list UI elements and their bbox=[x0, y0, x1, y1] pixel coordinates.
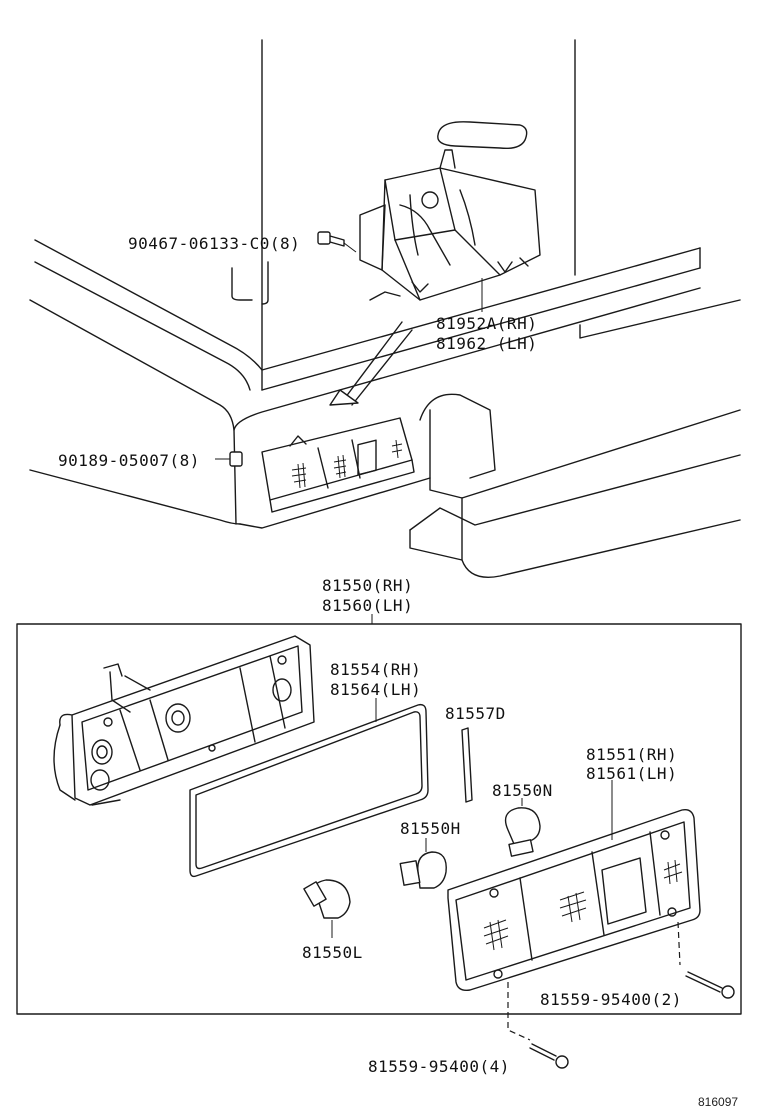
part-81557d bbox=[461, 727, 473, 803]
label-nut-90189: 90189-05007(8) bbox=[58, 451, 200, 470]
lamp-lens-81551 bbox=[447, 808, 701, 992]
figure-code: 816097 bbox=[698, 1095, 738, 1109]
label-screw-2: 81559-95400(2) bbox=[540, 990, 682, 1009]
bulb-81550h-icon bbox=[399, 851, 447, 889]
label-gasket-rh: 81554(RH) bbox=[330, 660, 421, 679]
bracket-81952a bbox=[359, 149, 541, 301]
label-gasket-lh: 81564(LH) bbox=[330, 680, 421, 699]
install-arrow-icon bbox=[329, 321, 413, 406]
label-screw-4: 81559-95400(4) bbox=[368, 1057, 510, 1076]
label-lens-lh: 81561(LH) bbox=[586, 764, 677, 783]
label-bulb-81550h: 81550H bbox=[400, 819, 461, 838]
screw-2-icon bbox=[685, 971, 735, 999]
label-bulb-81550n: 81550N bbox=[492, 781, 553, 800]
screw-4-icon bbox=[529, 1043, 569, 1069]
screw-path-2 bbox=[677, 921, 681, 966]
screw-path-4 bbox=[507, 982, 531, 1041]
label-assy-rh: 81550(RH) bbox=[322, 576, 413, 595]
gasket-81554 bbox=[189, 703, 429, 878]
assembly-box bbox=[16, 623, 742, 1015]
bulb-81550n-icon bbox=[504, 807, 541, 857]
vehicle-body bbox=[29, 39, 741, 578]
installed-tail-lamp bbox=[261, 417, 415, 513]
nut-icon bbox=[229, 451, 243, 467]
label-part-81557d: 81557D bbox=[445, 704, 506, 723]
label-bolt-90467: 90467-06133-C0(8) bbox=[128, 234, 300, 253]
lamp-housing bbox=[53, 635, 315, 806]
label-lens-rh: 81551(RH) bbox=[586, 745, 677, 764]
bulb-81550l-icon bbox=[303, 879, 351, 919]
label-assy-lh: 81560(LH) bbox=[322, 596, 413, 615]
label-bracket-lh: 81962 (LH) bbox=[436, 334, 537, 353]
bolt-icon bbox=[317, 231, 357, 253]
label-bracket-rh: 81952A(RH) bbox=[436, 314, 537, 333]
label-bulb-81550l: 81550L bbox=[302, 943, 363, 962]
